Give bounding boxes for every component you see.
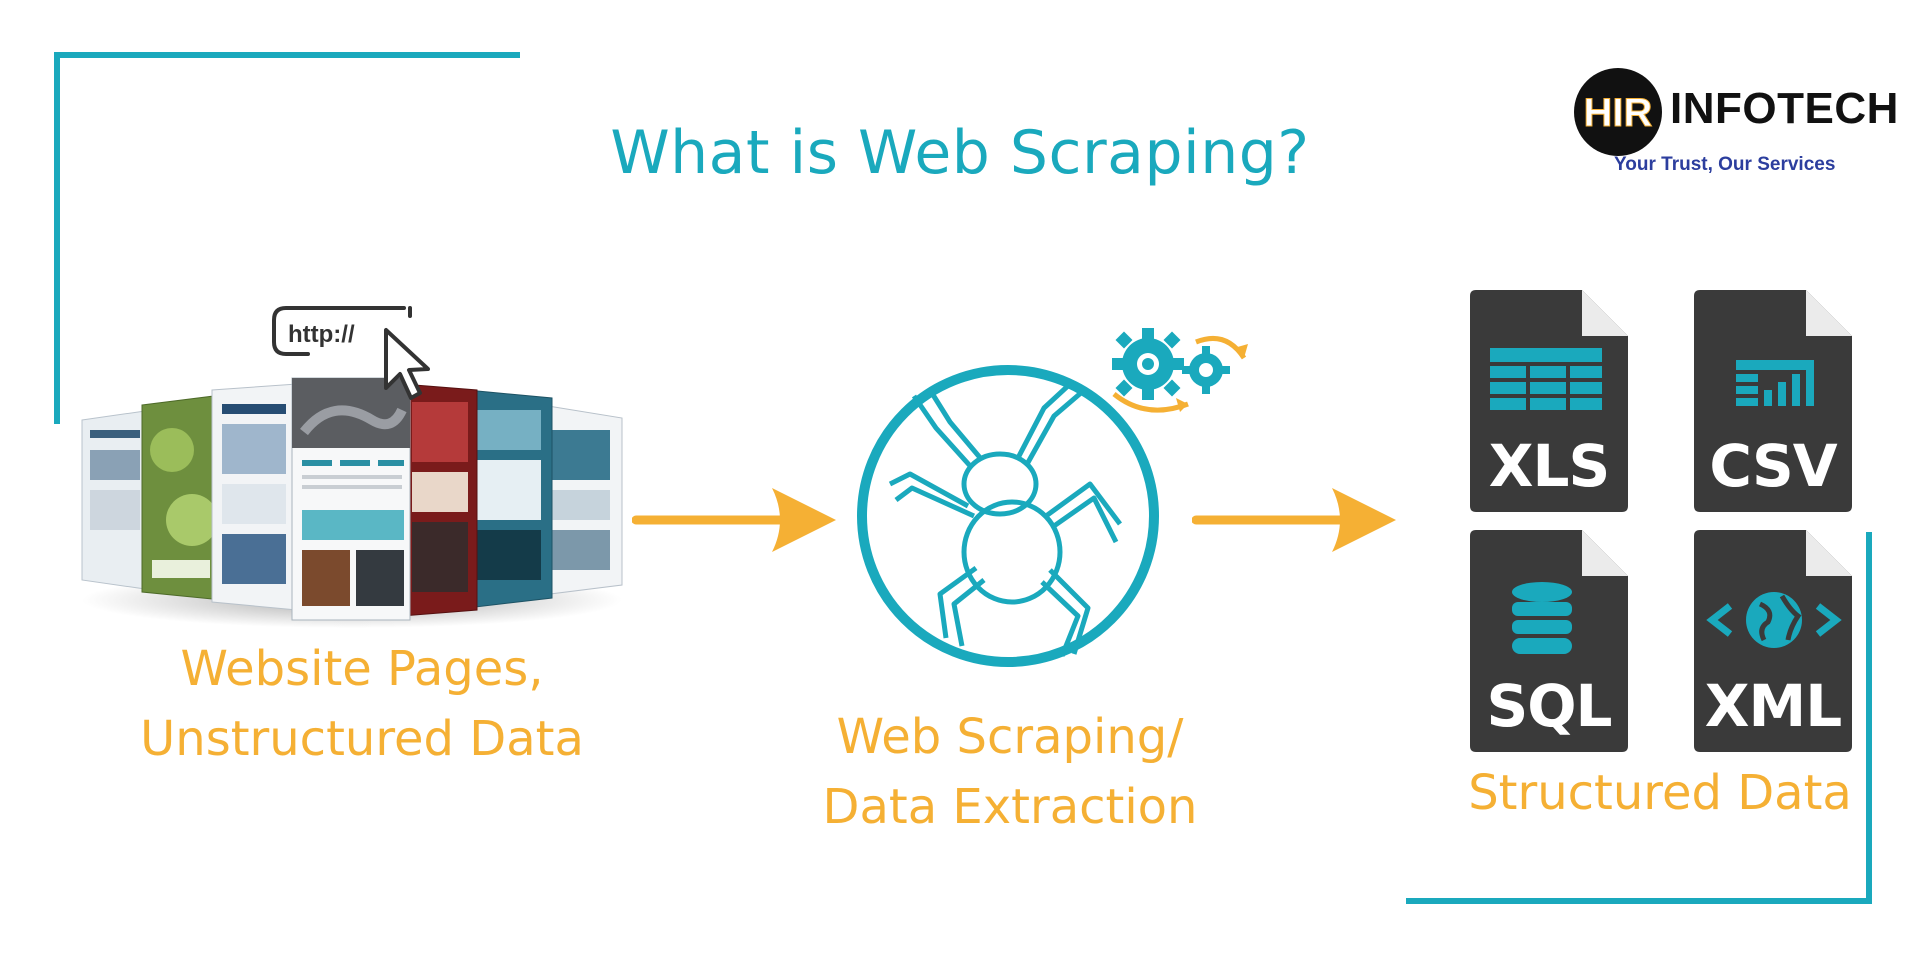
- logo-mark: HIR: [1574, 68, 1662, 156]
- source-caption-line2: Unstructured Data: [140, 711, 584, 767]
- file-csv-label: CSV: [1709, 432, 1837, 500]
- gears-icon: [1112, 328, 1248, 413]
- logo-tagline: Your Trust, Our Services: [1614, 154, 1836, 175]
- file-sql-label: SQL: [1486, 672, 1612, 740]
- source-caption-line1: Website Pages,: [180, 641, 544, 697]
- page-title: What is Web Scraping?: [610, 118, 1310, 188]
- source-caption: Website Pages, Unstructured Data: [92, 634, 632, 774]
- logo-wordmark: INFOTECH: [1670, 84, 1899, 133]
- frame-top-line: [54, 52, 520, 58]
- structured-caption: Structured Data: [1468, 765, 1852, 821]
- file-xls-label: XLS: [1488, 432, 1610, 500]
- arrow-to-structured-icon: [1192, 488, 1396, 552]
- file-xml-label: XML: [1704, 672, 1842, 740]
- frame-bottom-line: [1406, 898, 1872, 904]
- cursor-icon: [384, 328, 430, 400]
- url-bubble-text: http://: [288, 321, 355, 348]
- frame-left-line: [54, 52, 60, 424]
- file-xml-icon: XML: [1694, 530, 1852, 752]
- arrow-to-scraper-icon: [632, 488, 836, 552]
- frame-right-line: [1866, 532, 1872, 904]
- url-bubble: http://: [272, 306, 430, 400]
- process-caption: Web Scraping/ Data Extraction: [790, 702, 1230, 842]
- website-pages-illustration: [81, 377, 623, 628]
- spider-icon: [857, 365, 1159, 667]
- logo-mark-text: HIR: [1584, 91, 1653, 135]
- process-caption-line2: Data Extraction: [822, 779, 1198, 835]
- logo: HIR INFOTECH Your Trust, Our Services: [1572, 62, 1898, 182]
- file-csv-icon: CSV: [1694, 290, 1852, 512]
- file-sql-icon: SQL: [1470, 530, 1628, 752]
- process-caption-line1: Web Scraping/: [836, 709, 1184, 765]
- file-xls-icon: XLS: [1470, 290, 1628, 512]
